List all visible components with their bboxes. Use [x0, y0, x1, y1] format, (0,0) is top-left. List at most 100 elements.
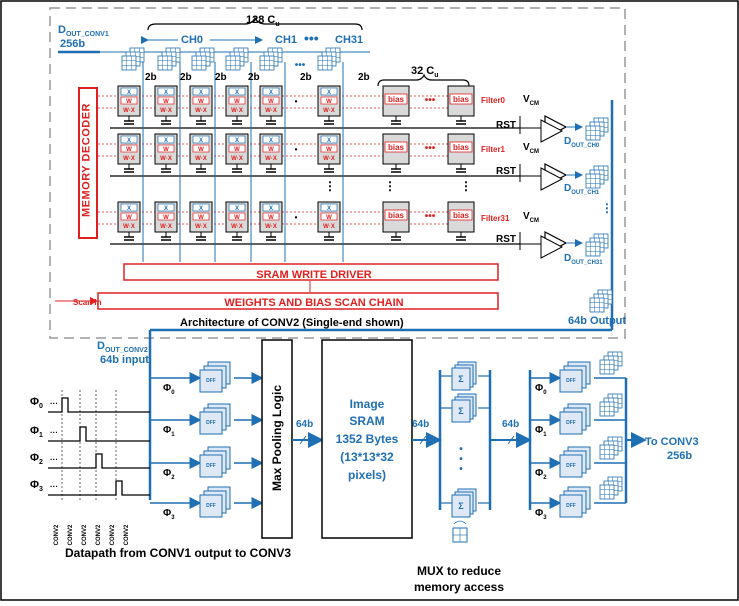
cell-row1-0: XWW·X	[118, 134, 140, 172]
input-stack-0	[122, 48, 144, 70]
cell-row1-2: XWW·X	[190, 134, 212, 172]
vcm-label-1: VCM	[523, 143, 539, 155]
max-pooling-label: Max Pooling Logic	[271, 385, 283, 491]
mux-caption-2: memory access	[414, 581, 504, 593]
dff2-out-stack-1	[600, 394, 622, 416]
bits-2b-5: 2b	[358, 73, 370, 83]
cell-row0-4: XWW·X	[260, 86, 282, 124]
cell-row31-1: XWW·X	[155, 202, 177, 240]
phi-label-2: Φ2	[30, 453, 43, 466]
cell-x-label: X	[269, 138, 273, 144]
bias-label: bias	[453, 211, 470, 220]
cell-row0-5: XWW·X	[318, 86, 340, 124]
input-stack-3	[226, 48, 248, 70]
ch1-label: CH1	[275, 35, 297, 46]
cell-row31-5: XWW·X	[318, 202, 340, 240]
dff2-out-stack-0-layer	[600, 360, 614, 374]
cell-x-label: X	[327, 90, 331, 96]
row-dot: •	[295, 145, 298, 154]
bits-2b-4: 2b	[300, 73, 312, 83]
phi-dots-2: ···	[50, 455, 58, 464]
dff2-label-2: DFF	[566, 463, 576, 469]
phi-label-1: Φ1	[30, 426, 43, 439]
cell-wx-label: W·X	[160, 108, 172, 114]
cell-wx-label: W·X	[195, 156, 207, 162]
cell-wx-label: W·X	[265, 156, 277, 162]
conv2-tick-5: CONV2	[124, 524, 130, 545]
mux-sym-1: Σ	[458, 406, 464, 416]
cell-w-label: W	[268, 147, 274, 153]
cell-x-label: X	[164, 90, 168, 96]
mux-icon-arc	[454, 521, 466, 524]
dff2-out-stack-1-layer	[600, 402, 614, 416]
output-64b-stack	[590, 290, 612, 312]
bits-2b-3: 2b	[248, 73, 260, 83]
cell-x-label: X	[269, 90, 273, 96]
row-dot: •	[295, 213, 298, 222]
cell-x-label: X	[327, 138, 331, 144]
cell-x-label: X	[127, 138, 131, 144]
cell-row1-1: XWW·X	[155, 134, 177, 172]
input-stack-dots: •••	[295, 60, 306, 71]
dff2-phi-0: Φ0	[535, 384, 547, 396]
cell-row0-2: XWW·X	[190, 86, 212, 124]
cell-row31-2: XWW·X	[190, 202, 212, 240]
mux-sym-2: Σ	[458, 501, 464, 511]
phi-wave-2	[48, 454, 150, 468]
cell-w-label: W	[234, 215, 240, 221]
bias-dots: •••	[425, 211, 436, 222]
sram-write-driver-label: SRAM WRITE DRIVER	[256, 270, 372, 281]
scan-chain-label: WEIGHTS AND BIAS SCAN CHAIN	[224, 298, 403, 309]
conv2-tick-3: CONV2	[96, 524, 102, 545]
vcm-label-0: VCM	[523, 95, 539, 107]
cell-wx-label: W·X	[231, 224, 243, 230]
bias-row31-1: bias	[448, 202, 474, 240]
bias-label: bias	[388, 211, 405, 220]
phi-wave-1	[48, 427, 150, 441]
cell-row31-0: XWW·X	[118, 202, 140, 240]
dout-ch1-label: DOUT_CH1	[564, 184, 599, 196]
cell-wx-label: W·X	[160, 156, 172, 162]
cell-w-label: W	[198, 99, 204, 105]
cell-w-label: W	[126, 99, 132, 105]
cell-wx-label: W·X	[195, 224, 207, 230]
input-stack-4-layer	[260, 56, 274, 70]
phi-wave-3	[48, 481, 150, 495]
dout-ch31-label: DOUT_CH31	[564, 254, 603, 266]
phi-dots-1: ···	[50, 428, 58, 437]
filter0-label: Filter0	[481, 97, 505, 105]
memory-decoder-label: MEMORY DECODER	[82, 103, 93, 217]
bits-64b-b: 64b	[412, 420, 429, 430]
phi-dots-3: ···	[50, 482, 58, 491]
cell-w-label: W	[268, 215, 274, 221]
mux-dot-3: •	[459, 464, 463, 475]
dout-conv1-label: DOUT_CONV1	[58, 25, 109, 38]
cell-wx-label: W·X	[323, 156, 335, 162]
bias-dots: •••	[425, 95, 436, 106]
dff2-phi-1: Φ1	[535, 426, 547, 438]
cell-row31-4: XWW·X	[260, 202, 282, 240]
cell-wx-label: W·X	[123, 224, 135, 230]
bias-row1-0: bias	[383, 134, 409, 172]
dff1-label-0: DFF	[206, 378, 216, 384]
dff2-out-stack-2-layer	[600, 445, 614, 459]
dff2-phi-3: Φ3	[535, 509, 547, 521]
cell-w-label: W	[326, 147, 332, 153]
cu-32-label: 32 Cu	[411, 66, 439, 79]
dff1-phi-3: Φ3	[163, 509, 175, 521]
cell-w-label: W	[163, 215, 169, 221]
bias-row0-0: bias	[383, 86, 409, 124]
input-stack-2-layer	[192, 56, 206, 70]
rst-label-1: RST	[496, 167, 516, 177]
cell-row1-5: XW W·X	[318, 134, 340, 172]
cell-wx-label: W·X	[123, 156, 135, 162]
cell-wx-label: W·X	[265, 108, 277, 114]
dff1-label-1: DFF	[206, 420, 216, 426]
cell-x-label: X	[164, 206, 168, 212]
vcm-label-31: VCM	[523, 212, 539, 224]
to-conv3-bits: 256b	[667, 451, 692, 462]
dff2-label-1: DFF	[566, 420, 576, 426]
cell-wx-label: W·X	[323, 108, 335, 114]
bias-row0-1: bias	[448, 86, 474, 124]
